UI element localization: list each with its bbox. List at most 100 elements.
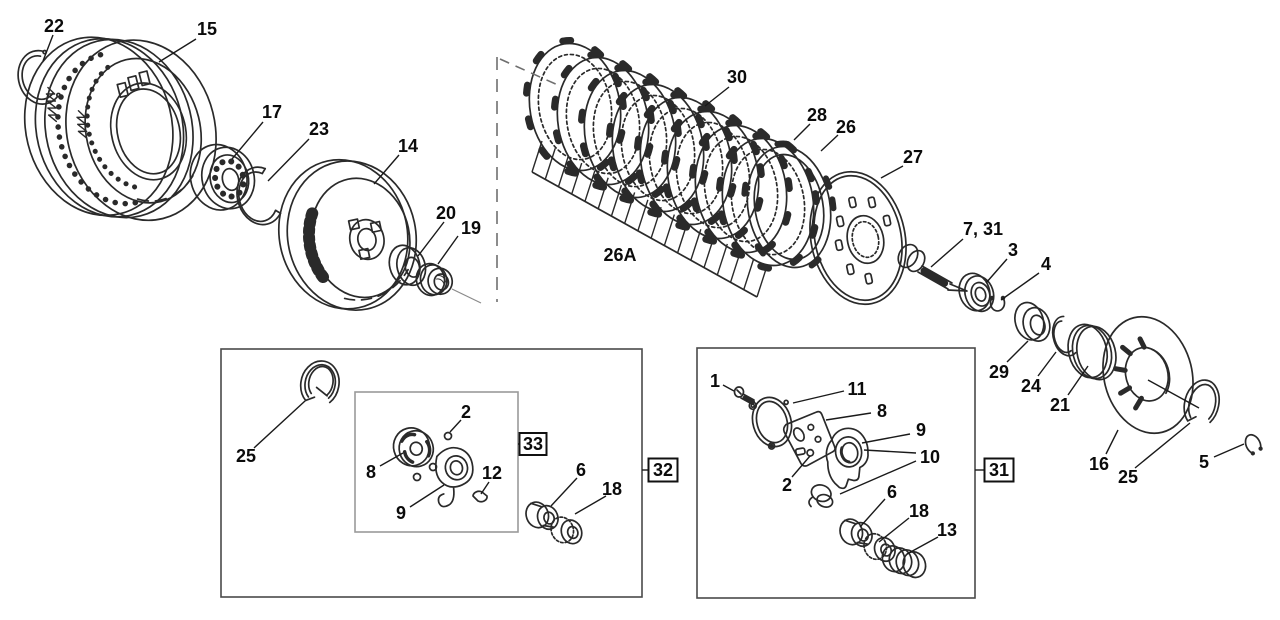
leader-line xyxy=(449,419,462,433)
nut-19-art xyxy=(415,262,454,297)
part-label-14: 14 xyxy=(398,136,418,156)
boxed-label-32: 32 xyxy=(653,460,673,480)
bracket-26A-tick xyxy=(610,184,623,217)
retaining-ring-21-art xyxy=(1067,323,1117,381)
bracket-26A-tick xyxy=(756,265,768,298)
part-label-24: 24 xyxy=(1021,376,1041,396)
part-label-30: 30 xyxy=(727,67,747,87)
leader-line xyxy=(379,452,404,467)
side-plate-8-right-art xyxy=(782,410,836,467)
leader-line xyxy=(267,138,310,182)
leader-line xyxy=(863,449,917,454)
retaining-ring-25-right-art xyxy=(1183,379,1220,424)
leader-line xyxy=(437,235,459,265)
cam-9-right-art xyxy=(825,427,869,490)
bracket-26A-tick xyxy=(703,236,715,268)
spring-plate-26-art xyxy=(741,140,837,274)
leader-line xyxy=(1213,443,1245,458)
part-label-15: 15 xyxy=(197,19,217,39)
leader-line xyxy=(253,400,306,449)
leader-line xyxy=(825,412,872,421)
leader-line xyxy=(480,481,490,495)
leader-line xyxy=(42,34,54,62)
part-label-27: 27 xyxy=(903,147,923,167)
leader-line xyxy=(1000,272,1040,301)
inset-box-32 xyxy=(220,348,643,598)
bracket-26A-tick xyxy=(531,140,543,173)
part-label-6: 6 xyxy=(887,482,897,502)
boxed-label-frame-33 xyxy=(518,432,548,456)
adjuster-screw-7-31-art xyxy=(897,243,968,292)
clutch-drum-art xyxy=(23,36,217,222)
diaphragm-spring-16-art xyxy=(1102,315,1194,435)
leader-line xyxy=(859,498,886,528)
leader-line xyxy=(820,134,839,152)
leader-line xyxy=(158,38,197,63)
bracket-26A-tick xyxy=(544,148,556,180)
bracket-26A-tick xyxy=(557,155,570,187)
leader-line xyxy=(792,390,845,404)
bushing-18-left-art xyxy=(550,516,583,545)
part-label-23: 23 xyxy=(309,119,329,139)
clip-5-art xyxy=(1244,433,1263,456)
clutch-hub-art xyxy=(277,158,418,312)
part-label-4: 4 xyxy=(1041,254,1051,274)
retainer-ring-11-art xyxy=(748,396,793,450)
leader-line xyxy=(550,477,578,507)
part-label-13: 13 xyxy=(937,520,957,540)
part-label-12: 12 xyxy=(482,463,502,483)
lifter-10-art xyxy=(808,484,834,508)
bearing-3-art xyxy=(958,272,995,313)
bracket-26A-tick xyxy=(597,177,609,209)
part-label-2: 2 xyxy=(461,402,471,422)
bracket-26A-tick xyxy=(676,221,689,254)
leader-line xyxy=(791,455,811,478)
screw-1-art xyxy=(733,386,756,405)
part-label-19: 19 xyxy=(461,218,481,238)
bracket-26A-tick xyxy=(637,199,649,232)
part-label-11: 11 xyxy=(847,379,866,399)
ramp-9-left-art xyxy=(434,446,474,508)
leader-line xyxy=(409,484,445,508)
bracket-26A-tick xyxy=(650,206,662,239)
inset-box-31 xyxy=(696,347,976,599)
boxed-label-frame-31 xyxy=(983,457,1015,483)
leader-line xyxy=(417,221,445,257)
bracket-26A-tick xyxy=(716,243,728,276)
part-label-7-31: 7, 31 xyxy=(963,219,1003,239)
part-label-18: 18 xyxy=(909,501,929,521)
part-label-22: 22 xyxy=(44,16,64,36)
bracket-26A-tick xyxy=(623,192,636,224)
leader-line xyxy=(793,123,811,141)
leader-line xyxy=(839,460,917,495)
part-label-25: 25 xyxy=(236,446,256,466)
leader-line xyxy=(231,121,264,160)
bracket-26A-tick xyxy=(690,229,702,261)
inset-box-33 xyxy=(354,391,519,533)
nut-pointer-line xyxy=(451,288,482,304)
leader-line xyxy=(1067,365,1089,396)
pressure-plate-27-art xyxy=(809,170,907,306)
ball-bearing-17-art xyxy=(189,143,256,211)
bracket-26A-tick xyxy=(743,258,755,290)
leader-line xyxy=(373,154,400,185)
bracket-26A-tick xyxy=(729,251,742,283)
leader-line xyxy=(880,165,904,179)
bracket-26A-line xyxy=(531,171,758,298)
part-label-28: 28 xyxy=(807,105,827,125)
part-label-2: 2 xyxy=(782,475,792,495)
leader-line xyxy=(985,258,1008,284)
leader-line xyxy=(704,86,730,107)
leader-line xyxy=(722,384,735,392)
part-label-16: 16 xyxy=(1089,454,1109,474)
boxed-label-33: 33 xyxy=(523,434,543,454)
spring-plate-8-left-art xyxy=(392,427,435,468)
bracket-26A-tick xyxy=(584,170,596,202)
clip-12-art xyxy=(472,490,488,503)
spring-13-art xyxy=(881,545,927,579)
part-label-9: 9 xyxy=(916,420,926,440)
part-label-3: 3 xyxy=(1008,240,1018,260)
part-label-1: 1 xyxy=(710,371,720,391)
part-label-8: 8 xyxy=(877,401,887,421)
retaining-ring-25-left-art xyxy=(299,360,340,404)
